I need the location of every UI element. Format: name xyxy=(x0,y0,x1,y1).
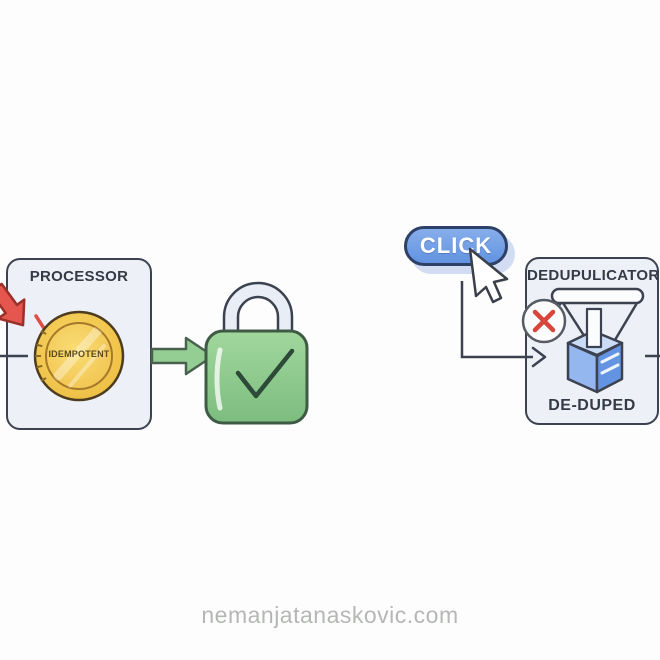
green-arrow-icon xyxy=(150,336,215,376)
deduped-caption: DE-DUPED xyxy=(548,397,636,414)
watermark-text: nemanjatanaskovic.com xyxy=(201,602,459,628)
click-connector-line xyxy=(460,281,533,359)
padlock-check-icon xyxy=(204,281,309,425)
deduplicator-box: DEDUPULICATOR DE-DUPED xyxy=(525,257,659,425)
processor-box: PROCESSOR xyxy=(6,258,152,430)
deduplicator-title: DEDUPULICATOR xyxy=(527,267,660,284)
processor-title: PROCESSOR xyxy=(29,268,129,285)
coin-label: IDEMPOTENT xyxy=(48,349,110,359)
click-button[interactable]: CLICK xyxy=(404,226,508,266)
